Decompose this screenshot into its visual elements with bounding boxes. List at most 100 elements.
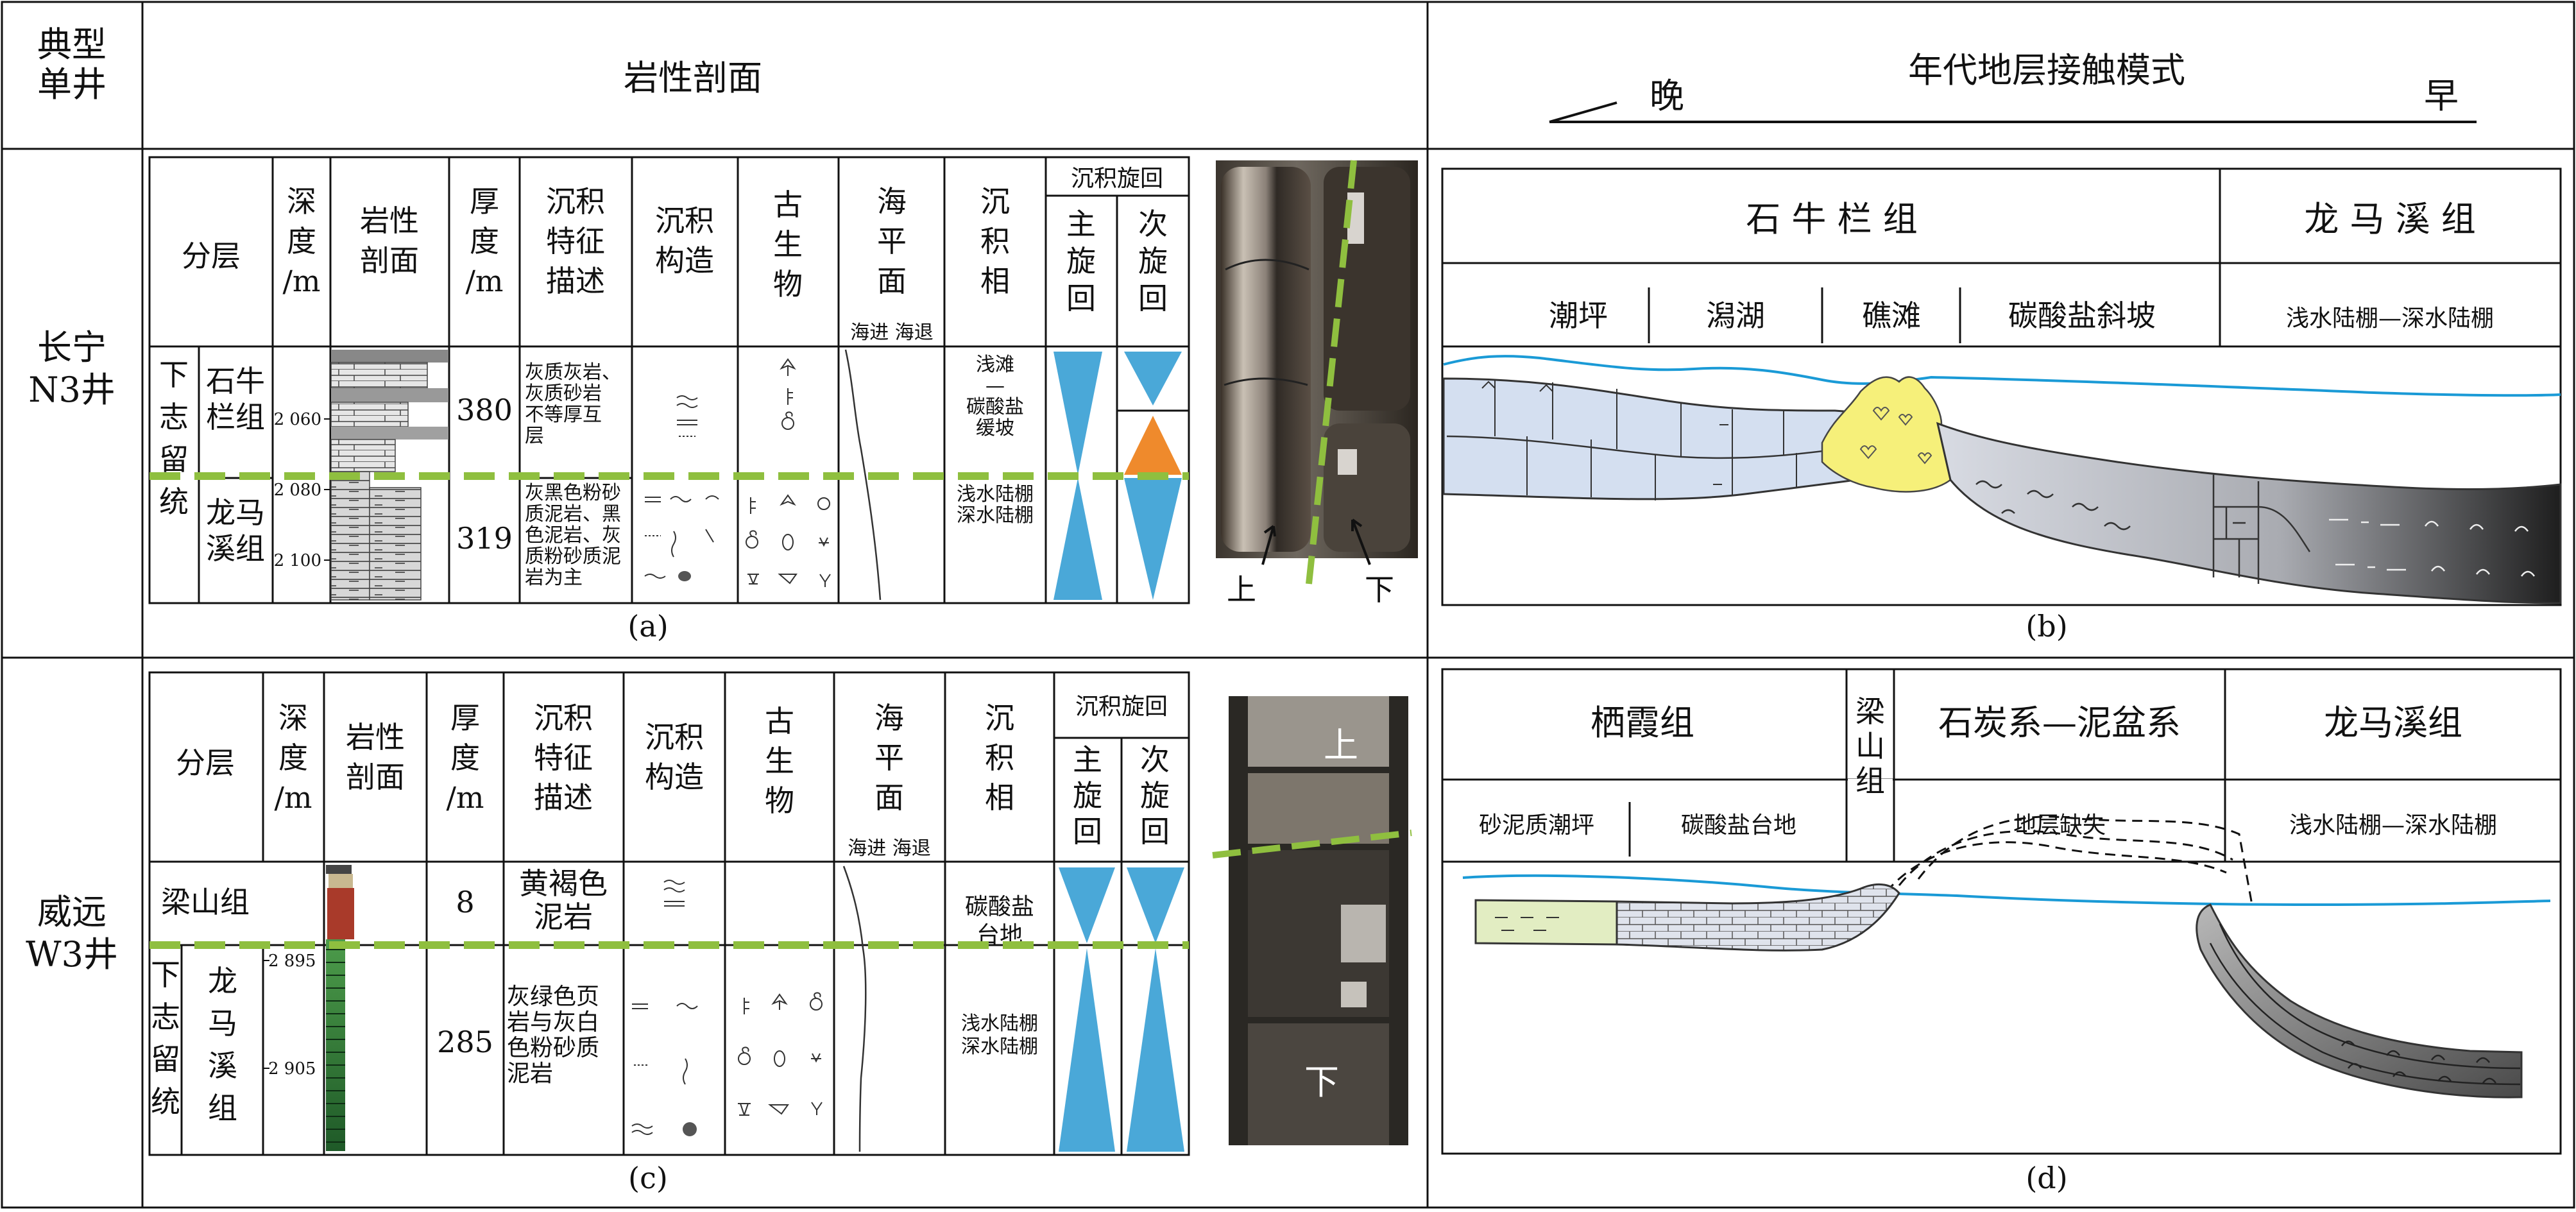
c-head-sub-cycle: 次旋回 — [1140, 742, 1170, 849]
a-fossil-symbols — [746, 358, 831, 587]
c-head-desc: 沉积特征描述 — [534, 701, 593, 815]
a-head-layer: 分层 — [182, 239, 241, 273]
c-form-lower: 龙马溪组 — [208, 964, 237, 1125]
d-sandy-body — [1474, 899, 1618, 946]
d-shale-body — [2196, 903, 2523, 1098]
c-head-litho: 岩性剖面 — [346, 720, 405, 794]
a-depth-tick-3: 2 100 — [274, 551, 321, 570]
a-head-litho: 岩性剖面 — [360, 203, 419, 278]
c-thick-upper: 8 — [456, 885, 474, 919]
a-sub-cycle-3 — [1124, 478, 1182, 600]
c-desc-upper: 黄褐色泥岩 — [519, 866, 608, 934]
b-facies-lagoon: 潟湖 — [1706, 298, 1765, 333]
b-facies-reef: 礁滩 — [1862, 298, 1921, 333]
a-facies-lower: 浅水陆棚深水陆棚 — [957, 483, 1034, 527]
d-carbonate-body — [1616, 883, 1900, 952]
panel-d-table — [1441, 668, 2562, 1155]
c-head-thick: 厚度/m — [446, 701, 484, 815]
a-head-fossil: 古生物 — [773, 187, 803, 302]
a-desc-upper: 灰质灰岩、灰质砂岩不等厚互层 — [525, 361, 621, 447]
d-facies-missing: 地层缺失 — [2013, 812, 2106, 839]
a-head-thick: 厚度/m — [465, 184, 503, 298]
a-head-cycle: 沉积旋回 — [1071, 166, 1163, 192]
a-depth-tick-2: 2 080 — [274, 481, 321, 500]
d-facies-shelf: 浅水陆棚—深水陆棚 — [2289, 812, 2497, 839]
b-form-shiniulan: 石 牛 栏 组 — [1746, 199, 1918, 239]
a-thick-upper: 380 — [456, 393, 513, 427]
c-head-cycle: 沉积旋回 — [1075, 694, 1168, 720]
panel-a-table: 分层 深度/m 岩性剖面 厚度/m 沉积特征描述 沉积构造 古生物 海平面 海进… — [148, 156, 1190, 604]
c-litho-column — [326, 865, 354, 1151]
c-core-label-down: 下 — [1304, 1062, 1339, 1102]
a-form-upper: 石牛栏组 — [206, 364, 265, 434]
d-eroded-strata — [1885, 815, 2253, 905]
c-facies-lower: 浅水陆棚深水陆棚 — [961, 1012, 1038, 1058]
d-panel-label: (d) — [2026, 1161, 2067, 1195]
a-structure-symbols — [644, 395, 719, 579]
a-sea-level-curve — [844, 349, 882, 601]
a-head-struct: 沉积构造 — [655, 203, 714, 278]
c-thick-lower: 285 — [437, 1025, 493, 1059]
c-core-photo — [1212, 696, 1412, 1145]
age-arrow — [1549, 101, 2477, 123]
a-main-cycle-upper — [1053, 352, 1102, 475]
c-desc-lower: 灰绿色页岩与灰白色粉砂质泥岩 — [507, 984, 599, 1087]
header-late: 晚 — [1650, 76, 1684, 116]
c-depth-tick-2: 2 905 — [268, 1059, 316, 1079]
d-form-liangshan: 梁山组 — [1855, 694, 1885, 798]
a-core-label-up: 上 — [1227, 572, 1256, 607]
c-head-layer: 分层 — [176, 746, 235, 780]
c-form-upper: 梁山组 — [161, 885, 250, 919]
b-reef-body — [1821, 376, 1954, 493]
c-head-fossil: 古生物 — [765, 704, 794, 818]
c-sub-cycle-lower — [1127, 948, 1184, 1152]
c-panel-label: (c) — [628, 1161, 668, 1195]
d-form-longmaxi: 龙马溪组 — [2324, 703, 2462, 743]
a-facies-upper: 浅滩—碳酸盐缓坡 — [966, 354, 1024, 440]
a-core-photo — [1216, 160, 1418, 585]
a-core-label-down: 下 — [1365, 572, 1394, 607]
c-head-struct: 沉积构造 — [645, 720, 704, 794]
a-sub-cycle-2 — [1124, 416, 1182, 475]
c-main-cycle-upper — [1059, 867, 1115, 943]
c-head-facies: 沉积相 — [985, 701, 1014, 815]
a-system: 下志留统 — [159, 357, 189, 519]
a-depth-tick-1: 2 060 — [274, 410, 321, 429]
c-sub-cycle-upper — [1127, 867, 1184, 943]
a-desc-lower: 灰黑色粉砂质泥岩、黑色泥岩、灰质粉砂质泥岩为主 — [525, 482, 621, 589]
a-head-sea-sub: 海进 海退 — [850, 321, 934, 344]
a-head-depth: 深度/m — [282, 184, 320, 298]
a-panel-label: (a) — [627, 609, 668, 644]
c-fossil-symbols — [738, 992, 823, 1116]
panel-b-table — [1441, 167, 2562, 606]
d-form-qixia: 栖霞组 — [1591, 703, 1694, 743]
b-facies-shelf: 浅水陆棚—深水陆棚 — [2286, 305, 2494, 332]
a-thick-lower: 319 — [456, 521, 513, 556]
header-profile-col: 岩性剖面 — [624, 58, 762, 98]
c-core-label-up: 上 — [1324, 725, 1358, 765]
header-contact-col: 年代地层接触模式 — [1908, 50, 2185, 90]
a-head-desc: 沉积特征描述 — [546, 184, 605, 298]
b-facies-slope: 碳酸盐斜坡 — [2008, 298, 2156, 333]
header-early: 早 — [2424, 76, 2459, 116]
c-head-sea: 海平面 — [874, 701, 904, 815]
a-head-sea: 海平面 — [877, 184, 907, 298]
b-panel-label: (b) — [2026, 609, 2067, 644]
d-facies-tidal: 砂泥质潮坪 — [1479, 812, 1594, 839]
a-main-cycle-lower — [1053, 478, 1102, 600]
c-depth-tick-1: 2 895 — [268, 952, 316, 971]
header-well-col: 典型单井 — [37, 24, 107, 105]
a-litho-column — [330, 350, 448, 601]
b-facies-tidal: 潮坪 — [1549, 298, 1608, 333]
a-form-lower: 龙马溪组 — [206, 495, 265, 566]
a-sub-cycle-1 — [1124, 352, 1182, 405]
c-sea-level-curve — [842, 866, 867, 1152]
d-facies-platform: 碳酸盐台地 — [1681, 812, 1796, 839]
b-form-longmaxi: 龙 马 溪 组 — [2304, 199, 2476, 239]
b-sea-level-line — [1443, 355, 2561, 397]
d-sea-level-line — [1462, 874, 2551, 907]
